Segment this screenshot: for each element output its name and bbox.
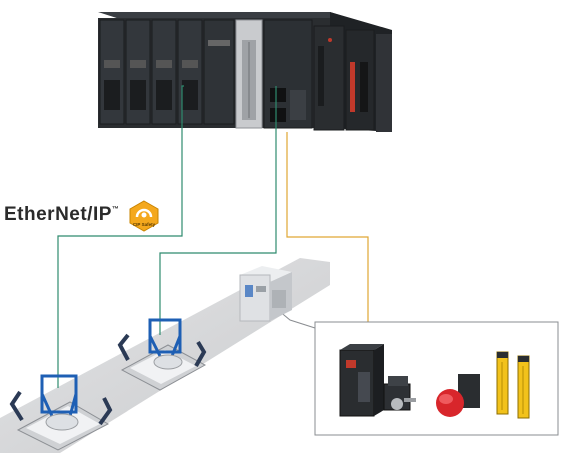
ethernet-ip-label: EtherNet/IP (4, 204, 112, 225)
io-unit-1 (99, 19, 125, 125)
badge-text: CIP Safety (133, 222, 156, 227)
safety-light-curtain (496, 351, 530, 419)
end-cover (376, 34, 392, 132)
power-supply-unit (313, 25, 345, 131)
ethernet-ip-logo: EtherNet/IP™ (4, 204, 119, 226)
servo-drive (339, 344, 384, 417)
assembly-machine (239, 266, 292, 322)
ethernet-line-2 (159, 86, 277, 335)
ethernet-line-1 (57, 85, 184, 388)
io-unit-5 (203, 19, 235, 125)
controller-rack (98, 12, 392, 132)
cip-safety-badge: CIP Safety (129, 200, 159, 232)
io-unit-3 (151, 19, 177, 125)
io-unit-2 (125, 19, 151, 125)
safety-unit (345, 29, 375, 131)
robot-cell-1 (9, 374, 113, 451)
servo-motor (383, 376, 416, 411)
io-line (286, 132, 369, 348)
emergency-stop-switch (436, 374, 480, 417)
machine-automation-controller (263, 19, 313, 129)
safety-cpu-unit (235, 19, 263, 129)
robot-cell-2 (117, 318, 207, 391)
trademark-mark: ™ (111, 206, 120, 213)
ethernet-lines (57, 85, 277, 388)
